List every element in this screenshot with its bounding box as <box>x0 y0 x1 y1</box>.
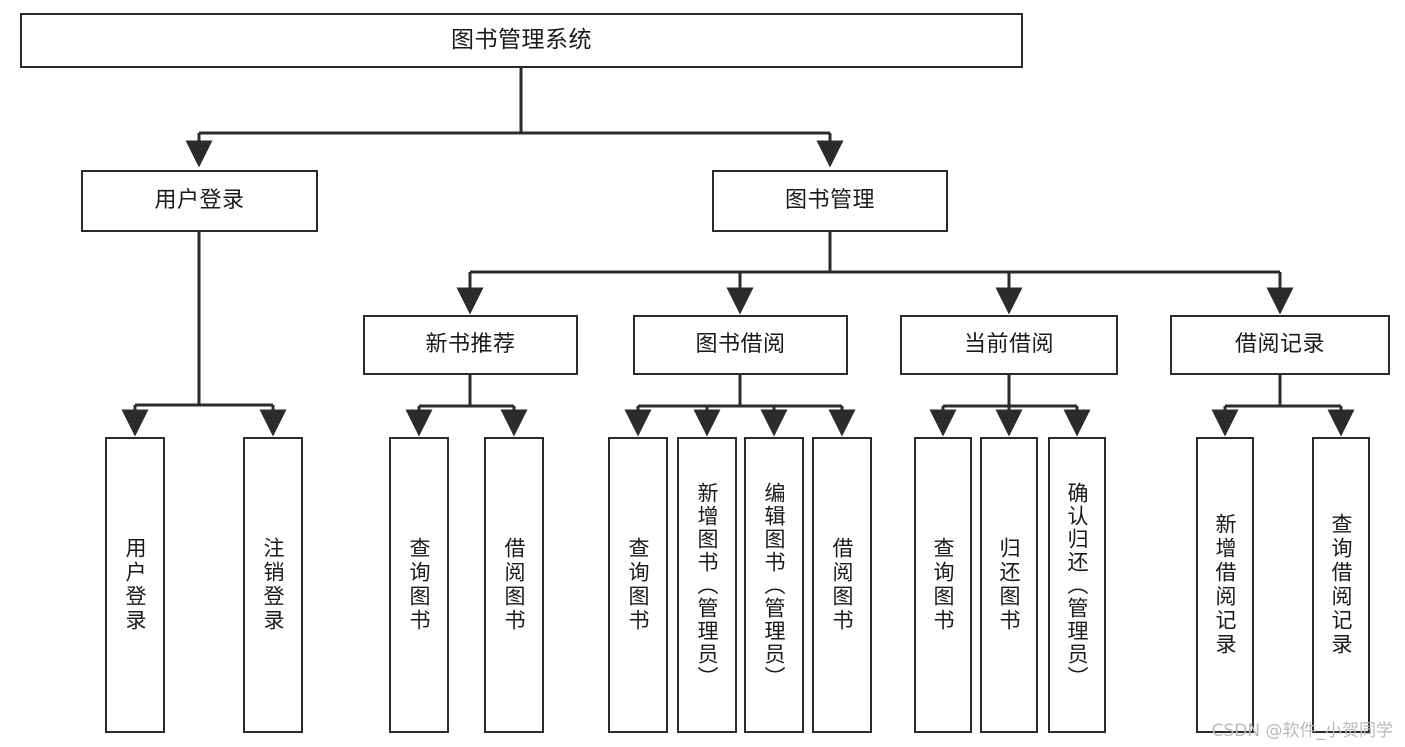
leaf-user-login[interactable]: 用户登录 <box>105 437 165 733</box>
node-book-manage-label: 图书管理 <box>784 188 875 214</box>
node-root[interactable]: 图书管理系统 <box>20 13 1023 68</box>
leaf-user-login-label: 用户登录 <box>123 537 148 633</box>
leaf-query-book-1[interactable]: 查询图书 <box>389 437 449 733</box>
node-current-borrow-label: 当前借阅 <box>963 332 1054 358</box>
node-book-borrow-label: 图书借阅 <box>695 332 786 358</box>
leaf-borrow-book-2-label: 借阅图书 <box>830 537 855 633</box>
leaf-borrow-book-2[interactable]: 借阅图书 <box>812 437 872 733</box>
leaf-edit-book-label: 编辑图书（管理员） <box>762 481 787 689</box>
leaf-query-book-2[interactable]: 查询图书 <box>608 437 668 733</box>
node-borrow-record[interactable]: 借阅记录 <box>1170 315 1390 375</box>
leaf-query-record-label: 查询借阅记录 <box>1329 513 1354 657</box>
leaf-query-book-1-label: 查询图书 <box>407 537 432 633</box>
leaf-return-book-label: 归还图书 <box>997 537 1022 633</box>
leaf-query-book-3[interactable]: 查询图书 <box>914 437 972 733</box>
node-root-label: 图书管理系统 <box>451 26 592 53</box>
csdn-watermark: CSDN @软件_小贺同学 <box>1211 721 1393 741</box>
leaf-add-record-label: 新增借阅记录 <box>1213 513 1238 657</box>
leaf-confirm-return[interactable]: 确认归还（管理员） <box>1048 437 1106 733</box>
leaf-logout-label: 注销登录 <box>261 537 286 633</box>
leaf-add-book-label: 新增图书（管理员） <box>695 481 720 689</box>
leaf-edit-book[interactable]: 编辑图书（管理员） <box>744 437 804 733</box>
node-new-book-rec[interactable]: 新书推荐 <box>363 315 578 375</box>
leaf-borrow-book-1-label: 借阅图书 <box>502 537 527 633</box>
node-borrow-record-label: 借阅记录 <box>1234 332 1325 358</box>
leaf-query-book-2-label: 查询图书 <box>626 537 651 633</box>
leaf-add-record[interactable]: 新增借阅记录 <box>1196 437 1254 733</box>
leaf-confirm-return-label: 确认归还（管理员） <box>1065 481 1090 689</box>
node-book-borrow[interactable]: 图书借阅 <box>633 315 848 375</box>
leaf-add-book[interactable]: 新增图书（管理员） <box>677 437 737 733</box>
leaf-query-book-3-label: 查询图书 <box>931 537 956 633</box>
node-book-manage[interactable]: 图书管理 <box>712 170 948 232</box>
leaf-query-record[interactable]: 查询借阅记录 <box>1312 437 1370 733</box>
node-user-login-label: 用户登录 <box>154 188 245 214</box>
leaf-return-book[interactable]: 归还图书 <box>980 437 1038 733</box>
node-user-login[interactable]: 用户登录 <box>81 170 318 232</box>
leaf-logout[interactable]: 注销登录 <box>243 437 303 733</box>
leaf-borrow-book-1[interactable]: 借阅图书 <box>484 437 544 733</box>
node-new-book-rec-label: 新书推荐 <box>425 332 516 358</box>
node-current-borrow[interactable]: 当前借阅 <box>900 315 1118 375</box>
